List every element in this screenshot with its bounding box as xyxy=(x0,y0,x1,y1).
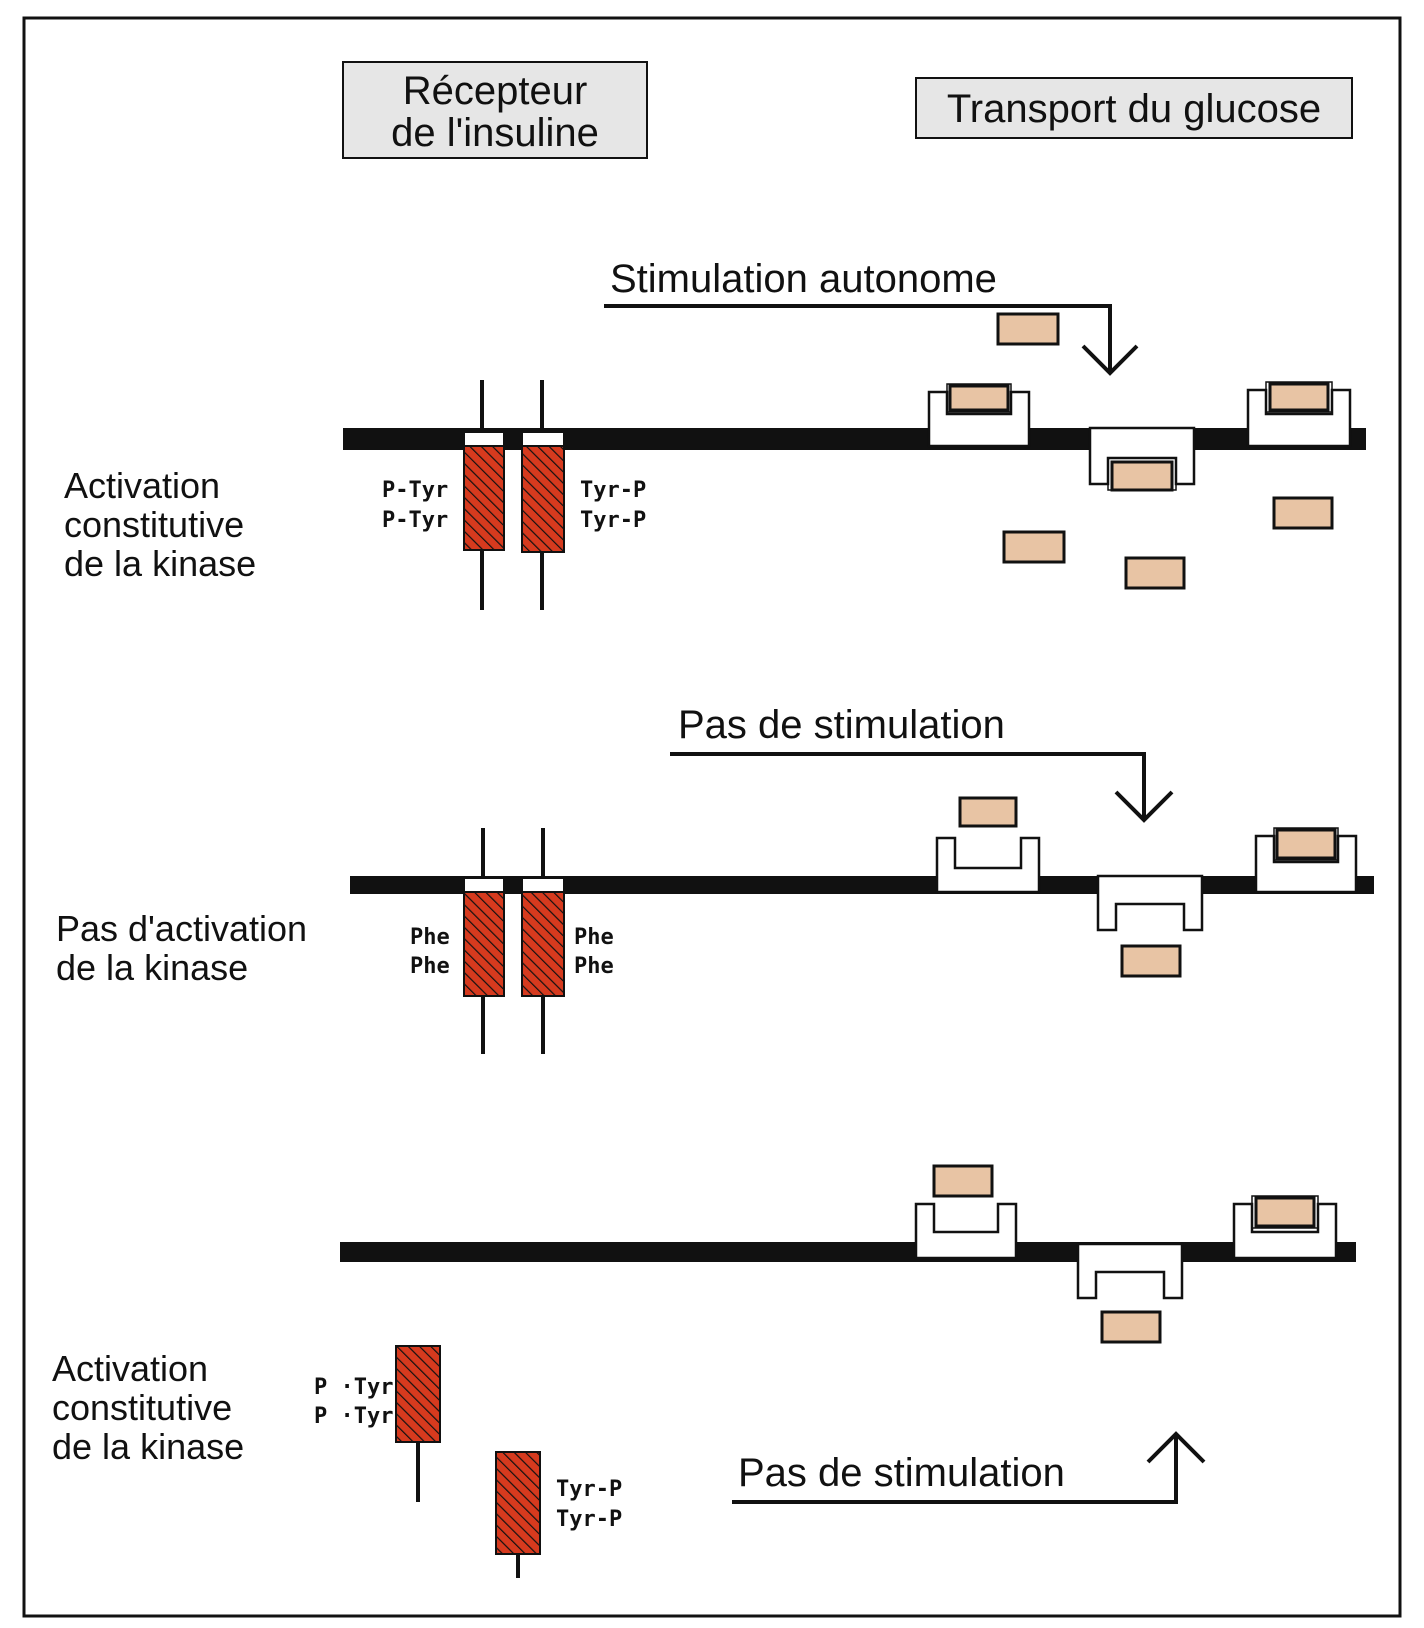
panel-2-stimulation-arrow xyxy=(670,752,1174,823)
panel-3-glucose-2 xyxy=(1100,1310,1162,1344)
panel-1-receptor-left xyxy=(463,380,505,610)
panel-1-transporter-2 xyxy=(1088,426,1196,492)
panel-2-transporter-2 xyxy=(1096,874,1204,932)
panel-3-stimulation-label: Pas de stimulation xyxy=(738,1451,1065,1495)
panel-3-left-residue-1: P ·Tyr xyxy=(314,1375,393,1400)
panel-2-left-residue-2: Phe xyxy=(410,954,450,979)
panel-2-receptor-right xyxy=(521,828,565,1054)
panel-2-glucose-1 xyxy=(958,796,1018,828)
panel-1-transporter-3 xyxy=(1246,381,1352,448)
panel-3-label-line1: Activation xyxy=(52,1348,208,1389)
panel-1-glucose-3 xyxy=(1002,530,1066,564)
panel-3-label-line3: de la kinase xyxy=(52,1426,244,1467)
panel-2-right-residue-1: Phe xyxy=(574,925,614,950)
panel-2-right-residue-2: Phe xyxy=(574,954,614,979)
panel-3-membrane xyxy=(340,1242,1356,1262)
header-receptor: Récepteur de l'insuline xyxy=(342,61,648,159)
panel-3-transporter-2 xyxy=(1076,1242,1184,1300)
panel-3-right-residue-1: Tyr-P xyxy=(556,1477,622,1502)
panel-1-glucose-4 xyxy=(1124,556,1186,590)
header-receptor-line2: de l'insuline xyxy=(391,111,599,155)
figure-frame xyxy=(22,16,1402,1618)
panel-2-label-line2: de la kinase xyxy=(56,947,248,988)
panel-1-glucose-2 xyxy=(1272,496,1334,530)
panel-2-transporter-1 xyxy=(935,836,1041,894)
panel-2-stimulation-label: Pas de stimulation xyxy=(678,703,1005,747)
header-transport-label: Transport du glucose xyxy=(947,87,1321,131)
panel-1-stimulation-label: Stimulation autonome xyxy=(610,257,997,301)
panel-3-stimulation-arrow xyxy=(732,1431,1206,1504)
panel-1: Activation constitutive de la kinase P-T… xyxy=(64,257,1366,610)
panel-2-label-line1: Pas d'activation xyxy=(56,908,307,949)
panel-3: Activation constitutive de la kinase P ·… xyxy=(52,1164,1356,1578)
panel-3-transporter-1 xyxy=(914,1202,1018,1260)
panel-3-label-line2: constitutive xyxy=(52,1387,232,1428)
panel-1-right-residue-2: Tyr-P xyxy=(580,508,646,533)
panel-3-right-residue-2: Tyr-P xyxy=(556,1507,622,1532)
panel-1-glucose-1 xyxy=(996,312,1060,346)
panel-3-receptor-fragment-1 xyxy=(395,1345,441,1502)
panel-2-left-residue-1: Phe xyxy=(410,925,450,950)
panel-3-left-residue-2: P ·Tyr xyxy=(314,1404,393,1429)
header-receptor-line1: Récepteur xyxy=(403,69,588,113)
panel-2-glucose-2 xyxy=(1120,944,1182,978)
panel-1-right-residue-1: Tyr-P xyxy=(580,478,646,503)
panel-1-stimulation-arrow xyxy=(604,304,1139,376)
panel-3-receptor-fragment-2 xyxy=(495,1451,541,1578)
panel-1-label-line2: constitutive xyxy=(64,504,244,545)
panel-2-transporter-3 xyxy=(1254,827,1358,894)
panel-2: Pas d'activation de la kinase Phe Phe Ph… xyxy=(56,703,1374,1054)
panel-1-label-line3: de la kinase xyxy=(64,543,256,584)
header-transport: Transport du glucose xyxy=(915,77,1353,139)
panel-1-left-residue-1: P-Tyr xyxy=(382,478,448,503)
panel-1-label-line1: Activation xyxy=(64,465,220,506)
panel-3-glucose-1 xyxy=(932,1164,994,1198)
panel-3-transporter-3 xyxy=(1232,1195,1338,1260)
panel-1-left-residue-2: P-Tyr xyxy=(382,508,448,533)
panel-2-receptor-left xyxy=(463,828,505,1054)
panel-1-transporter-1 xyxy=(927,383,1031,448)
panel-1-receptor-right xyxy=(521,380,565,610)
